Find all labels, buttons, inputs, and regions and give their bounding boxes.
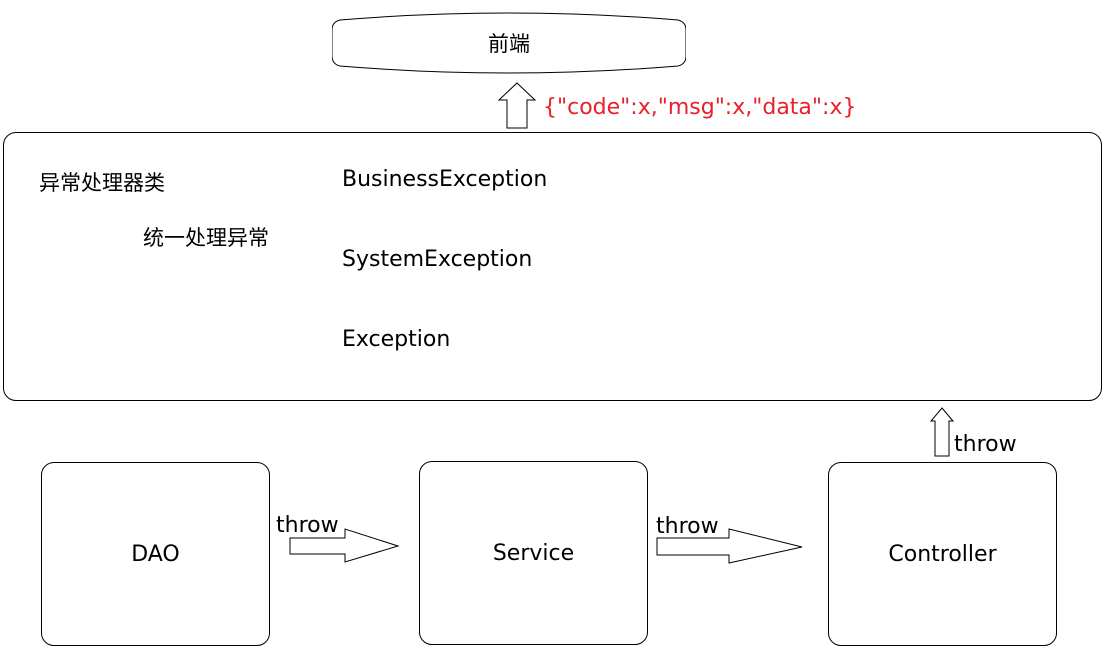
exception-business: BusinessException	[342, 167, 548, 192]
controller-layer-box: Controller	[828, 462, 1057, 646]
response-json-format: {"code":x,"msg":x,"data":x}	[543, 95, 857, 120]
handler-subtitle: 统一处理异常	[143, 226, 269, 250]
dao-label: DAO	[131, 541, 180, 567]
up-arrow-controller-to-handler	[929, 407, 955, 457]
exception-system: SystemException	[342, 247, 533, 272]
throw-label-service-to-controller: throw	[656, 514, 719, 539]
throw-label-dao-to-service: throw	[276, 513, 339, 538]
frontend-shape	[332, 12, 686, 74]
handler-title: 异常处理器类	[39, 171, 165, 195]
throw-label-controller-to-handler: throw	[954, 432, 1017, 457]
service-label: Service	[492, 540, 575, 566]
exception-generic: Exception	[342, 327, 451, 352]
frontend-label: 前端	[488, 32, 530, 56]
exception-handler-box	[3, 132, 1102, 401]
right-arrow-service-to-controller	[656, 528, 803, 564]
controller-label: Controller	[888, 541, 997, 567]
right-arrow-dao-to-service	[289, 528, 400, 563]
up-arrow-to-frontend	[497, 82, 537, 129]
service-layer-box: Service	[419, 461, 648, 645]
dao-layer-box: DAO	[41, 462, 270, 646]
frontend-node: 前端	[332, 10, 686, 76]
